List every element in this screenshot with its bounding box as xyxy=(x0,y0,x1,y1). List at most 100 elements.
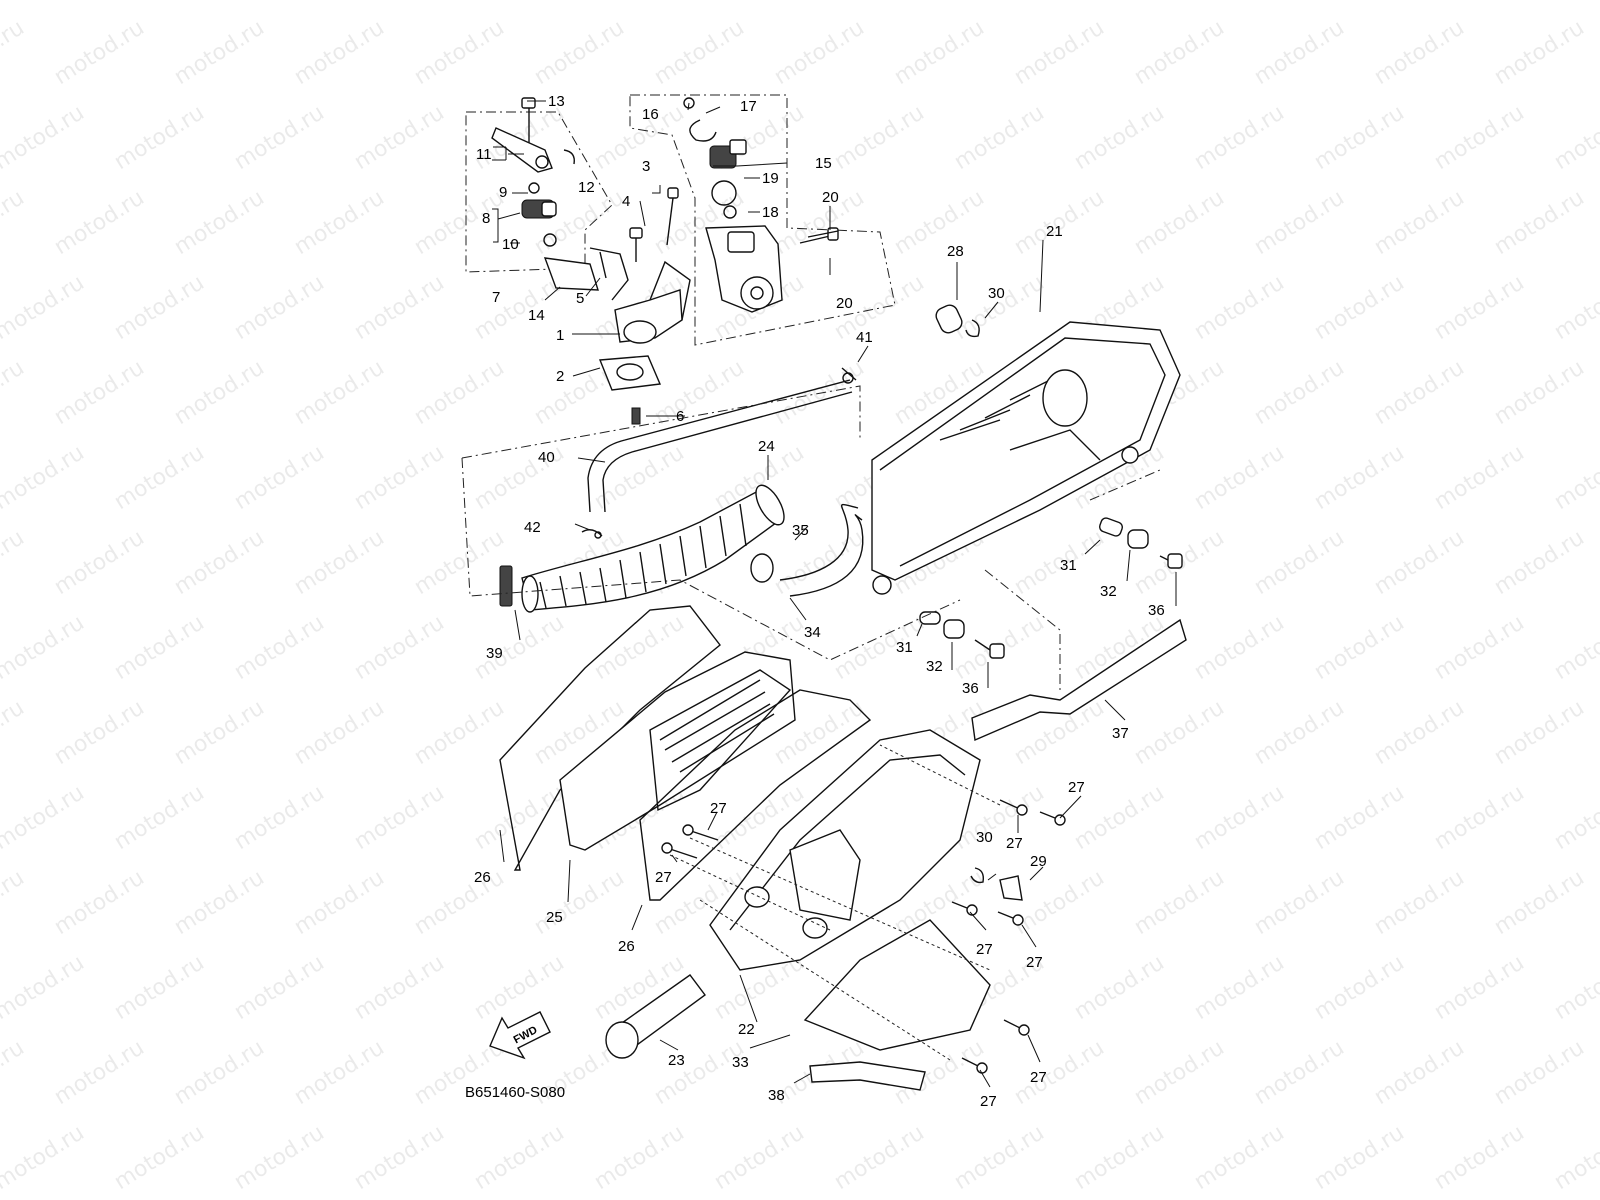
watermark-text: motod.ru xyxy=(770,15,869,90)
watermark-text: motod.ru xyxy=(170,1035,269,1110)
screw-27-d xyxy=(1039,811,1066,826)
callout-11: 11 xyxy=(476,146,492,163)
watermark-text: motod.ru xyxy=(1370,15,1469,90)
grommet-32-upper xyxy=(1127,529,1149,549)
callout-5: 5 xyxy=(576,290,584,307)
watermark-text: motod.ru xyxy=(1130,1035,1229,1110)
callout-40: 40 xyxy=(538,449,555,466)
watermark-text: motod.ru xyxy=(710,1120,809,1195)
watermark-text: motod.ru xyxy=(170,865,269,940)
watermark-text: motod.ru xyxy=(0,1035,29,1110)
callout-7: 7 xyxy=(492,289,500,306)
watermark-text: motod.ru xyxy=(1250,525,1349,600)
diagram-code: B651460-S080 xyxy=(465,1084,565,1101)
watermark-text: motod.ru xyxy=(230,270,329,345)
watermark-text: motod.ru xyxy=(110,780,209,855)
watermark-text: motod.ru xyxy=(1550,270,1600,345)
guide-line-2 xyxy=(461,457,961,661)
watermark-text: motod.ru xyxy=(350,440,449,515)
watermark-text: motod.ru xyxy=(290,525,389,600)
watermark-text: motod.ru xyxy=(1430,780,1529,855)
watermark-text: motod.ru xyxy=(110,1120,209,1195)
bracket-5 xyxy=(589,247,629,301)
bolt-36-upper xyxy=(1159,553,1183,569)
bracket-arm-11 xyxy=(491,127,553,173)
watermark-text: motod.ru xyxy=(350,270,449,345)
watermark-text: motod.ru xyxy=(1250,865,1349,940)
gasket-26-front xyxy=(639,689,872,901)
watermark-text: motod.ru xyxy=(1070,780,1169,855)
intake-duct-23 xyxy=(605,974,706,1059)
air-cleaner-case-21 xyxy=(871,321,1181,595)
callout-4: 4 xyxy=(622,193,630,210)
watermark-text: motod.ru xyxy=(0,15,29,90)
callout-27-g: 27 xyxy=(1030,1069,1047,1086)
callout-28: 28 xyxy=(947,243,964,260)
watermark-text: motod.ru xyxy=(170,355,269,430)
watermark-text: motod.ru xyxy=(1310,100,1409,175)
callout-38: 38 xyxy=(768,1087,785,1104)
watermark-text: motod.ru xyxy=(230,0,329,5)
collar-31-upper xyxy=(1098,517,1124,537)
callout-27-b: 27 xyxy=(655,869,672,886)
watermark-text: motod.ru xyxy=(710,0,809,5)
watermark-text: motod.ru xyxy=(290,695,389,770)
callout-35: 35 xyxy=(792,522,809,539)
callout-12: 12 xyxy=(578,179,595,196)
watermark-text: motod.ru xyxy=(1430,0,1529,5)
watermark-text: motod.ru xyxy=(1430,1120,1529,1195)
watermark-text: motod.ru xyxy=(350,1120,449,1195)
callout-15: 15 xyxy=(815,155,832,172)
watermark-text: motod.ru xyxy=(1430,100,1529,175)
clip-30-lower xyxy=(970,867,985,884)
watermark-text: motod.ru xyxy=(350,0,449,5)
watermark-text: motod.ru xyxy=(1370,355,1469,430)
watermark-text: motod.ru xyxy=(350,950,449,1025)
callout-2: 2 xyxy=(556,368,564,385)
watermark-text: motod.ru xyxy=(50,695,149,770)
watermark-text: motod.ru xyxy=(1430,270,1529,345)
o-ring-18 xyxy=(723,205,737,219)
callout-24: 24 xyxy=(758,438,775,455)
callout-13: 13 xyxy=(548,93,565,110)
drain-cap-29 xyxy=(999,875,1023,901)
watermark-text: motod.ru xyxy=(1490,185,1589,260)
screw-27-f xyxy=(997,911,1024,926)
callout-9: 9 xyxy=(499,184,507,201)
watermark-text: motod.ru xyxy=(1070,0,1169,5)
callout-26-rear: 26 xyxy=(474,869,491,886)
callout-41: 41 xyxy=(856,329,873,346)
watermark-text: motod.ru xyxy=(1010,1035,1109,1110)
callout-8: 8 xyxy=(482,210,490,227)
watermark-text: motod.ru xyxy=(1550,1120,1600,1195)
clip-30-upper xyxy=(965,319,980,338)
watermark-text: motod.ru xyxy=(1550,950,1600,1025)
callout-29: 29 xyxy=(1030,853,1047,870)
breather-hose-40 xyxy=(587,379,851,513)
watermark-text: motod.ru xyxy=(290,15,389,90)
watermark-text: motod.ru xyxy=(410,525,509,600)
o-ring-19 xyxy=(711,180,737,206)
watermark-text: motod.ru xyxy=(0,270,89,345)
callout-27-h: 27 xyxy=(980,1093,997,1110)
watermark-text: motod.ru xyxy=(1190,440,1289,515)
injector-8 xyxy=(521,199,557,219)
screw-27-a xyxy=(682,824,719,841)
watermark-text: motod.ru xyxy=(1430,440,1529,515)
callout-23: 23 xyxy=(668,1052,685,1069)
air-cleaner-cover-22 xyxy=(709,729,981,971)
watermark-text: motod.ru xyxy=(350,100,449,175)
watermark-text: motod.ru xyxy=(590,610,689,685)
watermark-text: motod.ru xyxy=(770,355,869,430)
watermark-text: motod.ru xyxy=(830,0,929,5)
callout-20-upper: 20 xyxy=(822,189,839,206)
watermark-text: motod.ru xyxy=(1130,15,1229,90)
callout-36-upper: 36 xyxy=(1148,602,1165,619)
watermark-text: motod.ru xyxy=(1550,100,1600,175)
watermark-text: motod.ru xyxy=(590,100,689,175)
watermark-text: motod.ru xyxy=(0,780,89,855)
watermark-text: motod.ru xyxy=(830,1120,929,1195)
callout-1: 1 xyxy=(556,327,564,344)
